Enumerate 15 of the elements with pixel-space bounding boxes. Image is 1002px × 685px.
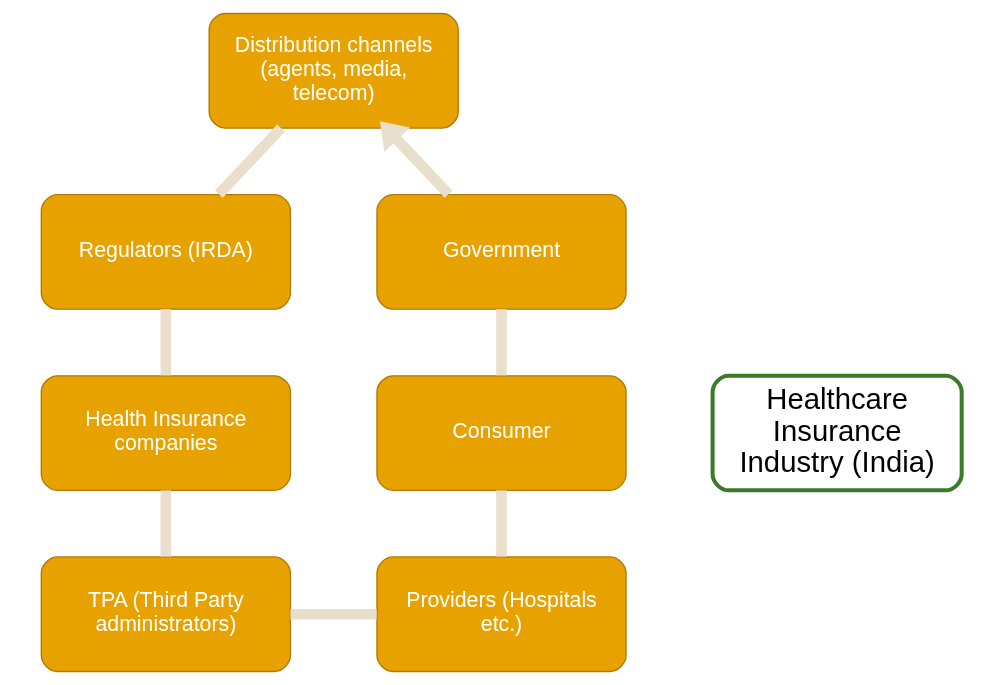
node-box: Distribution channels (agents, media, telecom): [208, 12, 459, 129]
node-box: TPA (Third Party administrators): [40, 556, 291, 673]
node-box: Providers (Hospitals etc.): [375, 556, 627, 673]
node-box: Government: [375, 194, 627, 310]
connector: [495, 309, 507, 376]
node-box: Regulators (IRDA): [40, 194, 291, 310]
connector: [214, 124, 285, 198]
node-box: Consumer: [375, 375, 627, 491]
node-box: Health Insurance companies: [40, 375, 291, 491]
connector: [160, 309, 171, 376]
connector: [160, 490, 171, 557]
connector: [495, 490, 507, 557]
node-box: Healthcare Insurance Industry (India): [710, 373, 964, 493]
connector: [289, 608, 377, 620]
arrow: [379, 121, 452, 198]
